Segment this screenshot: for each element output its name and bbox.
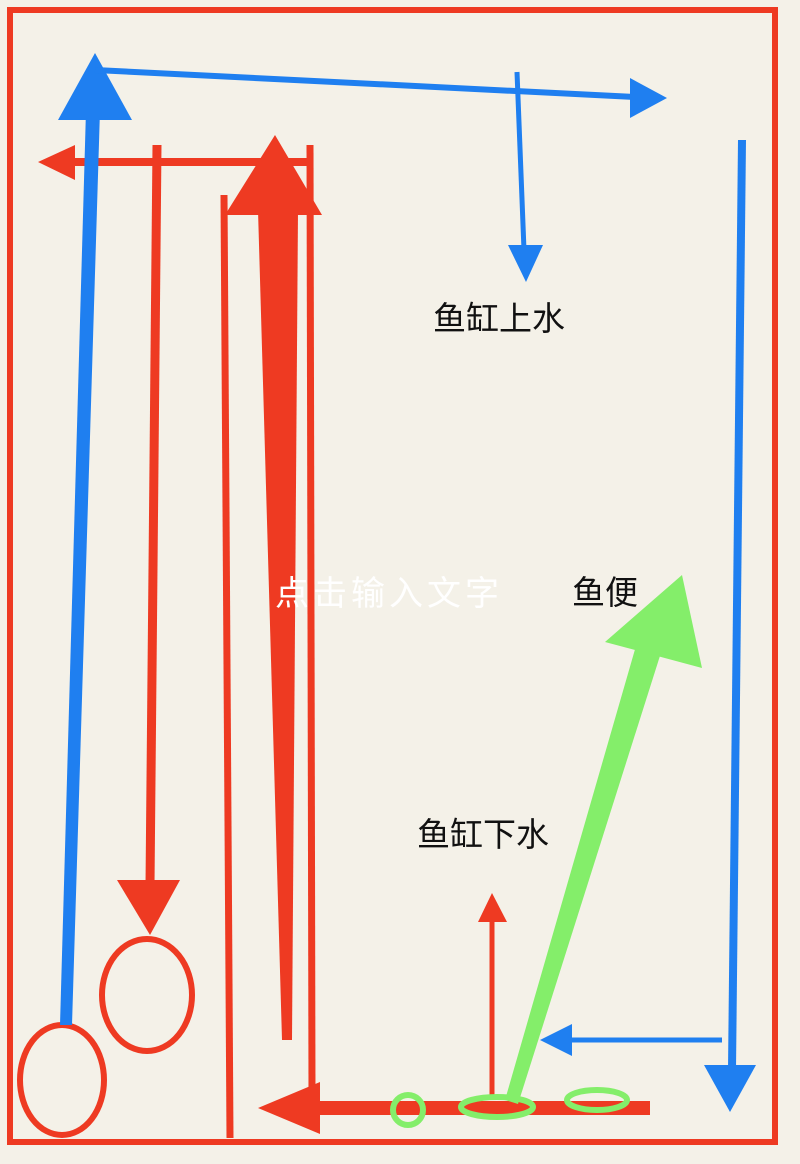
label-tank-inlet: 鱼缸上水 — [433, 299, 565, 338]
green-arrow-shaft — [505, 632, 665, 1104]
green-ring-1 — [390, 1092, 426, 1128]
blue-left-shaft — [60, 110, 100, 1025]
blue-arrowhead-right — [630, 78, 667, 118]
red-arrowhead-up — [225, 135, 322, 215]
green-ring-2 — [458, 1094, 536, 1120]
blue-arrowhead-down-right — [704, 1065, 756, 1112]
red-pipe-right — [306, 144, 316, 1096]
label-tank-outlet: 鱼缸下水 — [417, 815, 549, 854]
blue-inlet-pipe — [514, 71, 527, 251]
red-pipe-inner — [220, 194, 234, 1139]
green-arrowhead — [605, 575, 702, 668]
blue-arrowhead-left — [540, 1024, 572, 1056]
green-ring-3 — [564, 1087, 630, 1113]
blue-arrowhead-up — [58, 53, 132, 120]
blue-arrowhead-down-inlet — [508, 245, 543, 282]
outer-frame — [7, 7, 778, 1145]
red-ring-lower — [17, 1022, 107, 1138]
placeholder-text[interactable]: 点击输入文字 — [275, 574, 503, 614]
red-arrowhead-down — [117, 880, 180, 935]
label-fish-waste: 鱼便 — [572, 573, 638, 612]
red-small-arrowhead — [478, 893, 507, 922]
red-pipe-left — [145, 144, 162, 886]
red-arrowhead-left-bottom — [258, 1082, 320, 1134]
red-arrowhead-left-top — [38, 145, 75, 180]
red-thick-arrow-shaft — [258, 210, 298, 1040]
red-ring-upper — [99, 936, 195, 1054]
blue-right-pipe — [728, 139, 746, 1071]
blue-top-pipe — [94, 67, 636, 100]
